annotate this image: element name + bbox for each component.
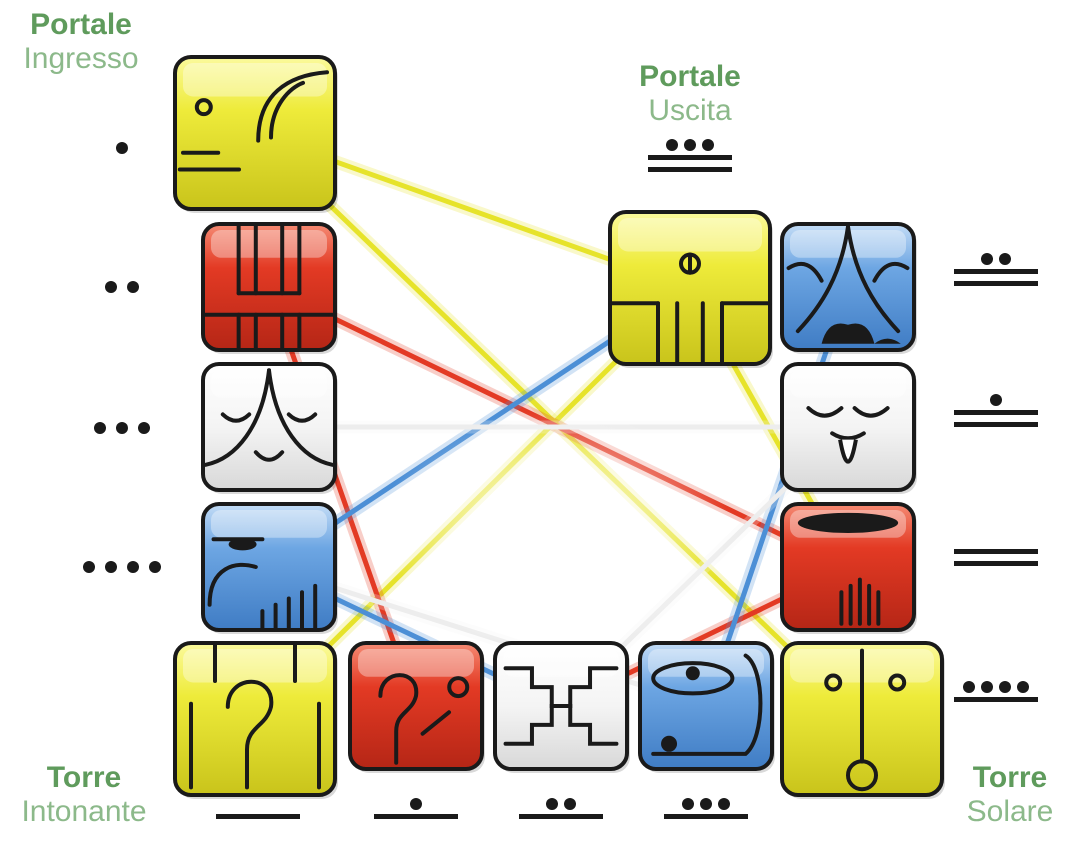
glyph-tile-entry bbox=[173, 55, 338, 213]
glyph-tile-left-2 bbox=[201, 222, 338, 354]
numeral-dot bbox=[981, 681, 993, 693]
entry-portal-title: Portale bbox=[30, 8, 132, 41]
numeral-dot bbox=[684, 139, 696, 151]
numeral-bar bbox=[374, 814, 458, 819]
glyph-tile-bottom-2 bbox=[348, 641, 485, 773]
numeral-bar bbox=[648, 155, 732, 160]
numeral-right-blue bbox=[954, 253, 1038, 286]
numeral-entry bbox=[116, 142, 128, 154]
numeral-bottom-2 bbox=[374, 798, 458, 819]
glyph-tile-left-3 bbox=[201, 362, 338, 494]
numeral-left-2 bbox=[105, 281, 139, 293]
connection-line-red bbox=[266, 284, 419, 709]
numeral-dot bbox=[546, 798, 558, 810]
numeral-dot bbox=[127, 561, 139, 573]
numeral-dot bbox=[702, 139, 714, 151]
numeral-bar bbox=[954, 410, 1038, 415]
numeral-bar bbox=[954, 422, 1038, 427]
numeral-right-white bbox=[954, 394, 1038, 427]
solar-tower-label: Torre Solare bbox=[950, 763, 1070, 827]
glyph-tile-exit bbox=[608, 210, 773, 368]
entry-portal-label: Portale Ingresso bbox=[6, 10, 156, 74]
numeral-dot bbox=[127, 281, 139, 293]
numeral-dot bbox=[990, 394, 1002, 406]
exit-portal-title: Portale bbox=[639, 60, 741, 93]
numeral-bar bbox=[954, 697, 1038, 702]
glyph-tile-right-red bbox=[780, 502, 917, 634]
thunder-tower-label: Torre Intonante bbox=[4, 763, 164, 827]
glyph-tile-left-4 bbox=[201, 502, 338, 634]
glyph-tile-bottom-4 bbox=[638, 641, 775, 773]
numeral-bottom-3 bbox=[519, 798, 603, 819]
numeral-bar bbox=[954, 561, 1038, 566]
mayan-numerals bbox=[83, 139, 1038, 819]
numeral-exit bbox=[648, 139, 732, 172]
numeral-dot bbox=[105, 561, 117, 573]
exit-portal-label: Portale Uscita bbox=[615, 62, 765, 126]
numeral-bar bbox=[519, 814, 603, 819]
numeral-dot bbox=[666, 139, 678, 151]
glyph-tile-solar bbox=[780, 641, 945, 799]
numeral-dot bbox=[1017, 681, 1029, 693]
numeral-dot bbox=[138, 422, 150, 434]
numeral-solar bbox=[954, 681, 1038, 702]
numeral-dot bbox=[981, 253, 993, 265]
thunder-tower-title: Torre bbox=[46, 761, 122, 794]
glyph-tile-right-white bbox=[780, 362, 917, 494]
numeral-bar bbox=[954, 269, 1038, 274]
numeral-dot bbox=[682, 798, 694, 810]
numeral-dot bbox=[999, 253, 1011, 265]
numeral-bar bbox=[954, 281, 1038, 286]
numeral-dot bbox=[564, 798, 576, 810]
numeral-dot bbox=[700, 798, 712, 810]
glyph-tile-bottom-3 bbox=[493, 641, 630, 773]
entry-portal-subtitle: Ingresso bbox=[23, 42, 139, 75]
center-glow bbox=[380, 410, 730, 650]
numeral-bar bbox=[664, 814, 748, 819]
numeral-dot bbox=[116, 142, 128, 154]
numeral-right-red bbox=[954, 549, 1038, 566]
numeral-dot bbox=[116, 422, 128, 434]
numeral-dot bbox=[94, 422, 106, 434]
numeral-bottom-4 bbox=[664, 798, 748, 819]
solar-tower-subtitle: Solare bbox=[966, 795, 1054, 828]
exit-portal-subtitle: Uscita bbox=[648, 94, 732, 127]
numeral-dot bbox=[718, 798, 730, 810]
numeral-dot bbox=[105, 281, 117, 293]
numeral-dot bbox=[999, 681, 1011, 693]
thunder-tower-subtitle: Intonante bbox=[21, 795, 147, 828]
numeral-dot bbox=[83, 561, 95, 573]
numeral-left-4 bbox=[83, 561, 161, 573]
numeral-bar bbox=[216, 814, 300, 819]
numeral-bar bbox=[648, 167, 732, 172]
numeral-thunder bbox=[216, 814, 300, 819]
glyph-tile-thunder bbox=[173, 641, 338, 799]
numeral-dot bbox=[410, 798, 422, 810]
numeral-dot bbox=[963, 681, 975, 693]
glyph-tile-right-blue bbox=[780, 222, 917, 354]
numeral-left-3 bbox=[94, 422, 150, 434]
numeral-bar bbox=[954, 549, 1038, 554]
solar-tower-title: Torre bbox=[972, 761, 1048, 794]
glyph-tiles bbox=[173, 55, 945, 799]
numeral-dot bbox=[149, 561, 161, 573]
